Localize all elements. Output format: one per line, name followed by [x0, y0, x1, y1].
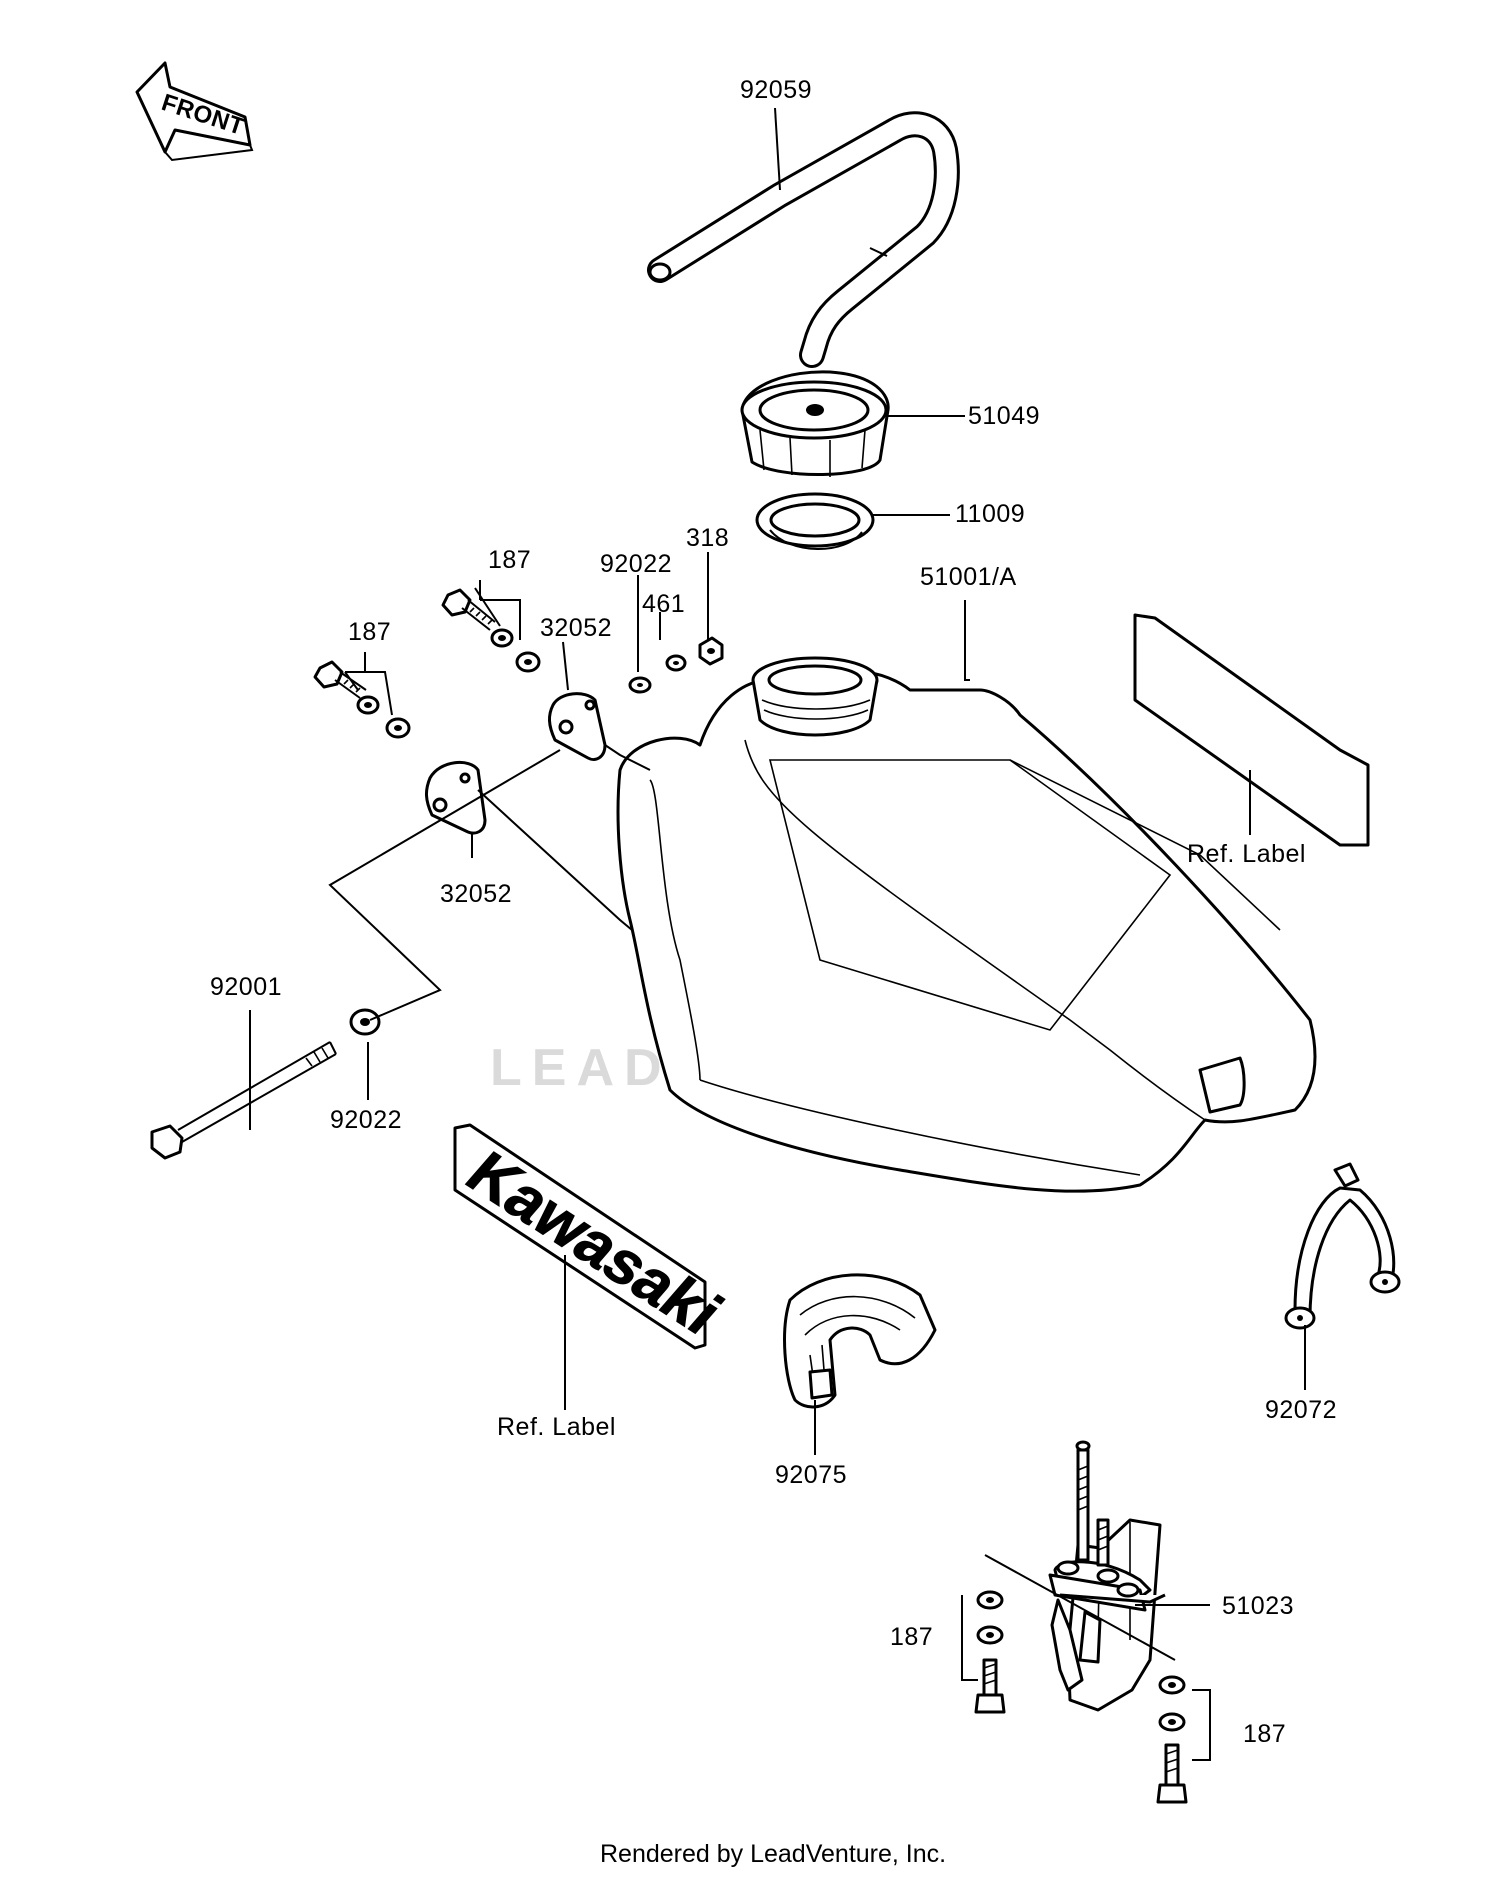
footer-rendered-by: Rendered by LeadVenture, Inc.: [600, 1840, 946, 1868]
label-32052-bottom: 32052: [440, 880, 512, 908]
breather-hose-92059: [647, 111, 960, 368]
bracket-32052-lower: [425, 760, 487, 835]
bolt-92001: [150, 1041, 337, 1160]
label-187-d: 187: [1243, 1720, 1286, 1748]
label-92022-top: 92022: [600, 550, 672, 578]
label-187-a: 187: [488, 546, 531, 574]
bolt-187-upper: [441, 588, 541, 673]
fuel-cap-51049: [740, 370, 890, 477]
bolt-187-lower: [313, 660, 411, 739]
label-11009: 11009: [955, 500, 1025, 528]
label-461: 461: [642, 590, 685, 618]
label-ref-label-left: Ref. Label: [497, 1413, 616, 1441]
label-187-b: 187: [348, 618, 391, 646]
label-51049: 51049: [968, 402, 1040, 430]
label-92059: 92059: [740, 76, 812, 104]
strap-92072: [1284, 1162, 1401, 1330]
label-51001a: 51001/A: [920, 563, 1017, 591]
fuel-tank-51001a: [616, 656, 1317, 1193]
bracket-32052-upper: [548, 692, 607, 761]
label-32052-top: 32052: [540, 614, 612, 642]
bolt-187-petcock-left: [974, 1590, 1006, 1714]
bolt-187-petcock-right: [1156, 1675, 1188, 1804]
label-92001: 92001: [210, 973, 282, 1001]
ref-label-plate-right: [1133, 613, 1370, 847]
label-51023: 51023: [1222, 1592, 1294, 1620]
front-arrow: FRONT: [135, 61, 254, 162]
label-92022-bottom: 92022: [330, 1106, 402, 1134]
kawasaki-emblem: Kawasaki: [452, 1123, 736, 1350]
part-labels: 92059 51049 11009 51001/A 318 92022 461 …: [210, 76, 1337, 1748]
label-92075: 92075: [775, 1461, 847, 1489]
kawasaki-emblem-text: Kawasaki: [453, 1140, 736, 1346]
gasket-11009: [755, 492, 875, 550]
washers-92022-461-318: [628, 636, 724, 694]
label-ref-label-right: Ref. Label: [1187, 840, 1306, 868]
leader-lines: [249, 107, 1306, 1761]
fuel-cock-51023: [1048, 1440, 1166, 1712]
label-92072: 92072: [1265, 1396, 1337, 1424]
label-187-c: 187: [890, 1623, 933, 1651]
washer-92022-bottom: [349, 1008, 381, 1036]
label-318: 318: [686, 524, 729, 552]
damper-92075: [783, 1273, 937, 1409]
